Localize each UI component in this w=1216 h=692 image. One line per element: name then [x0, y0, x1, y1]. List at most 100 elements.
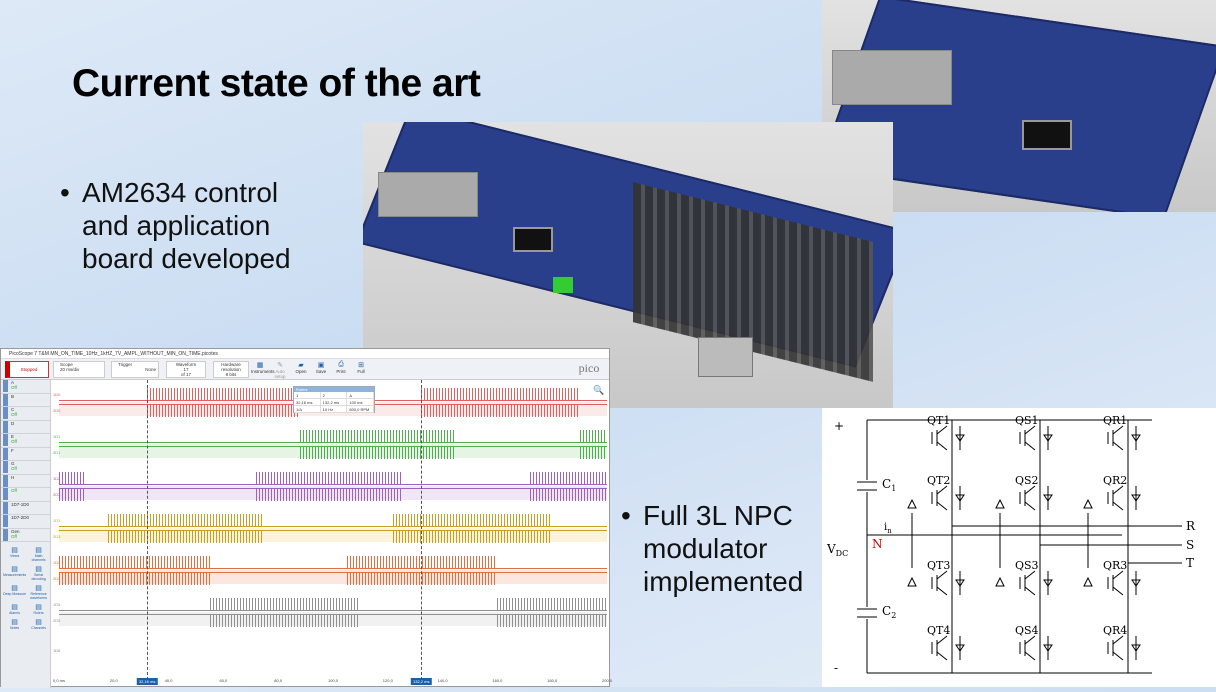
tool-button[interactable]: ▤Channels — [31, 619, 46, 630]
channel-control[interactable]: F — [1, 447, 50, 461]
trace-label: 2D4 — [53, 576, 61, 581]
channel-control[interactable]: 1D7-2D0 — [1, 515, 50, 529]
timebase-value: 20 ms/div — [60, 367, 80, 372]
tool-button[interactable]: ▤Measurements — [3, 566, 27, 577]
switch-label: QR4 — [1103, 624, 1127, 637]
pico-logo: pico — [578, 361, 600, 375]
channel-control[interactable]: H — [1, 474, 50, 488]
trace-label: 1D1 — [53, 434, 61, 439]
trigger-mode: None — [145, 367, 156, 372]
switch-label: QS4 — [1015, 624, 1039, 637]
stopped-button[interactable]: Stopped — [5, 361, 49, 378]
tool-button[interactable]: ▤Reference waveforms — [30, 585, 48, 600]
pulse-burst — [108, 514, 265, 527]
ruler-cursor[interactable] — [421, 380, 423, 680]
channel-name: E — [11, 434, 15, 439]
channel-handle — [3, 528, 8, 541]
auto-setup-label: Auto setup — [274, 369, 286, 379]
digital-trace: 1D4 — [53, 556, 607, 569]
resolution-label: Hardware resolution — [221, 362, 241, 372]
channel-control[interactable]: Off — [1, 488, 50, 502]
dsub-connector — [698, 337, 753, 377]
instruments-button[interactable]: ▦Instruments — [251, 362, 275, 374]
tool-button[interactable]: ▤Views — [9, 547, 20, 558]
channel-control[interactable]: 1D7-1D0 — [1, 501, 50, 515]
ruler-value: 100 ms — [347, 399, 375, 405]
pulse-burst — [420, 388, 580, 401]
tool-button[interactable]: ▤Math channels — [31, 547, 46, 562]
tool-label: Alarms — [9, 611, 21, 615]
x-tick-label: 80,0 — [274, 678, 283, 683]
pulse-burst — [579, 446, 607, 459]
x-tick-label: 120,0 — [382, 678, 393, 683]
save-button[interactable]: ▣Save — [313, 361, 329, 378]
trigger-label: Trigger — [118, 362, 133, 367]
channel-handle — [3, 420, 8, 433]
save-icon: ▣ — [317, 362, 325, 369]
print-label: Print — [336, 369, 346, 374]
channel-name: C — [11, 407, 15, 412]
switch-label: QS1 — [1015, 414, 1039, 427]
phase-output-label: T — [1186, 556, 1194, 570]
channel-handle — [3, 474, 8, 487]
x-tick-label: 160,0 — [492, 678, 503, 683]
slide-title: Current state of the art — [72, 62, 481, 105]
tool-button[interactable]: ▤Rulers — [33, 604, 44, 615]
trace-label: 1D5 — [53, 602, 61, 607]
instruments-label: Instruments — [251, 369, 275, 374]
tool-button[interactable]: ▤Notes — [10, 619, 20, 630]
bullet-line: AM2634 control — [82, 177, 279, 208]
trace-label: 2D1 — [53, 450, 61, 455]
ruler-cursor[interactable] — [147, 380, 149, 680]
digital-trace: 1D3 — [53, 514, 607, 527]
tool-button[interactable]: ▤Alarms — [9, 604, 21, 615]
circuit-svg: +-C1C2VDCNinQT1QT2QT3QT4QS1QS2QS3QS4QR1Q… — [826, 414, 1196, 675]
channel-state: Off — [11, 533, 17, 539]
pulse-burst — [579, 430, 607, 443]
pulse-burst — [256, 488, 402, 501]
tool-label: Serial decoding — [31, 573, 46, 581]
ruler-head: Δ — [347, 392, 375, 398]
digital-trace: 1D5 — [53, 598, 607, 611]
print-button[interactable]: ⎙Print — [333, 361, 349, 378]
print-icon: ⎙ — [338, 361, 344, 368]
picoscope-screenshot: PicoScope 7 T&M MN_ON_TIME_10Hz_1kHZ_7V_… — [0, 348, 612, 688]
switch-label: QR1 — [1103, 414, 1127, 427]
channel-name: F — [11, 447, 14, 453]
channel-control[interactable]: D — [1, 420, 50, 434]
vdc-label: VDC — [826, 542, 848, 558]
fullscreen-button[interactable]: ⊞Full — [353, 361, 369, 378]
auto-setup-button[interactable]: ✎Auto setup — [271, 361, 289, 379]
channel-control[interactable]: B — [1, 393, 50, 407]
digital-trace: 2D2 — [53, 488, 607, 501]
resolution-value: 8 bits — [225, 372, 237, 377]
switch-label: QT4 — [927, 624, 950, 637]
zoom-icon[interactable]: 🔍 — [593, 385, 605, 395]
tool-button[interactable]: ▤Serial decoding — [31, 566, 46, 581]
open-button[interactable]: ▰Open — [293, 361, 309, 378]
neutral-label: N — [872, 537, 883, 551]
ruler-head: 2 — [321, 392, 348, 398]
open-label: Open — [295, 369, 307, 374]
tool-label: Rulers — [33, 611, 44, 615]
tool-button[interactable]: ▤Deep Measure — [3, 585, 27, 596]
pulse-burst — [300, 446, 457, 459]
tool-label: Views — [9, 554, 20, 558]
channel-handle — [3, 393, 8, 406]
channel-handle — [3, 407, 8, 419]
bullet-line: and application — [82, 210, 271, 241]
